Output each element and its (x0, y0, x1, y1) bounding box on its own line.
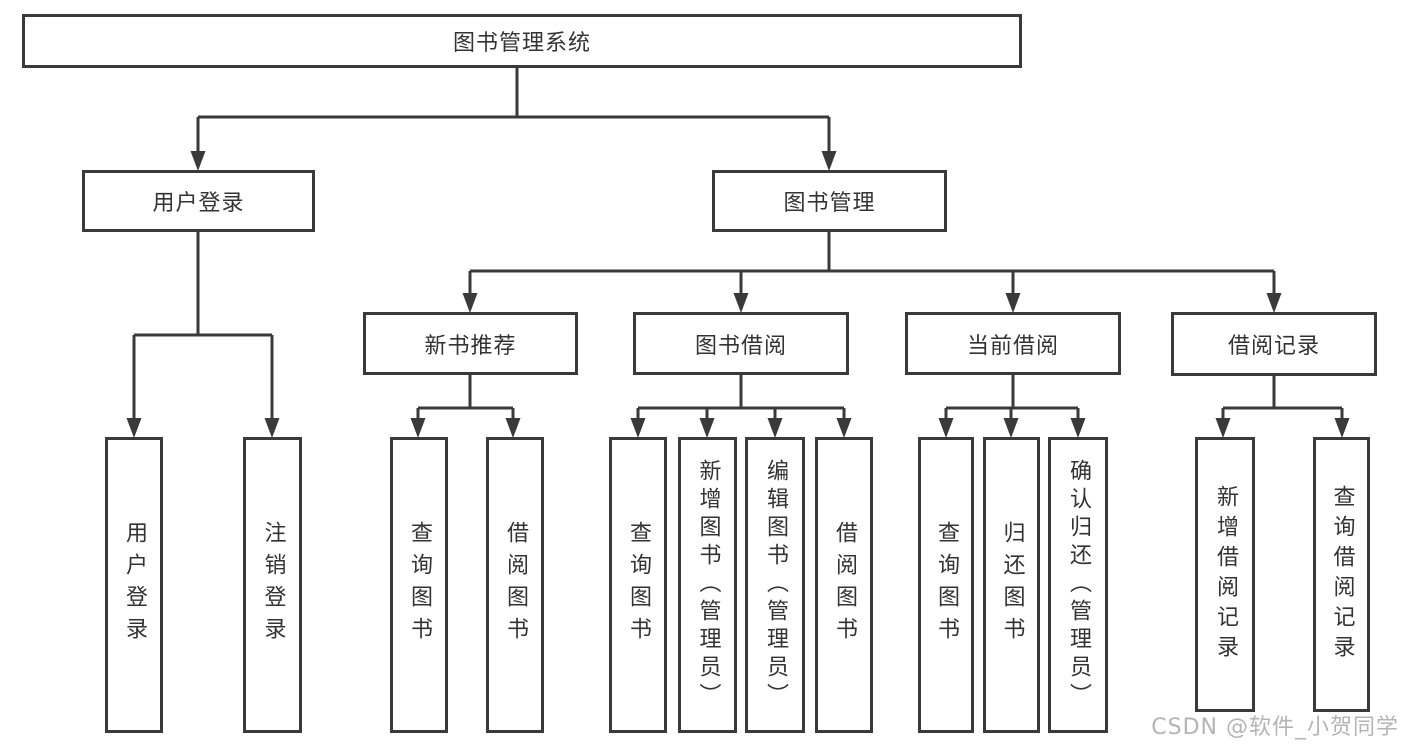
connector-root-to-level2 (190, 68, 837, 171)
leaf-return-books: 归还图书 (983, 437, 1040, 733)
leaf-borrow-books: 借阅图书 (815, 437, 873, 733)
node-borrow-records: 借阅记录 (1171, 312, 1377, 376)
node-root: 图书管理系统 (22, 14, 1022, 68)
connector-current-borrow-branch (938, 375, 1086, 438)
connector-book-borrow-branch (630, 375, 852, 438)
connector-book-management-to-level3 (462, 232, 1282, 313)
connector-borrow-records-branch (1215, 376, 1350, 438)
leaf-add-book-admin: 新增图书（管理员） (678, 437, 737, 733)
connector-new-book-recommend-branch (410, 375, 521, 438)
leaf-query-books-borrow: 查询图书 (609, 437, 667, 733)
node-new-book-recommend: 新书推荐 (363, 312, 578, 375)
leaf-logout: 注销登录 (243, 437, 302, 733)
node-book-management: 图书管理 (712, 170, 947, 232)
leaf-edit-book-admin: 编辑图书（管理员） (745, 437, 805, 733)
leaf-query-borrow-record: 查询借阅记录 (1313, 437, 1370, 712)
leaf-user-login: 用户登录 (105, 437, 163, 733)
leaf-query-books-recommend: 查询图书 (390, 437, 448, 733)
leaf-confirm-return-admin: 确认归还（管理员） (1048, 437, 1108, 733)
node-book-borrow: 图书借阅 (633, 312, 849, 375)
node-user-login: 用户登录 (82, 170, 315, 232)
leaf-query-books-current: 查询图书 (918, 437, 974, 733)
node-current-borrow: 当前借阅 (905, 312, 1121, 375)
connector-user-login-branch (126, 232, 280, 438)
leaf-borrow-books-recommend: 借阅图书 (486, 437, 544, 733)
csdn-watermark: CSDN @软件_小贺同学 (1151, 715, 1399, 740)
leaf-add-borrow-record: 新增借阅记录 (1195, 437, 1255, 712)
